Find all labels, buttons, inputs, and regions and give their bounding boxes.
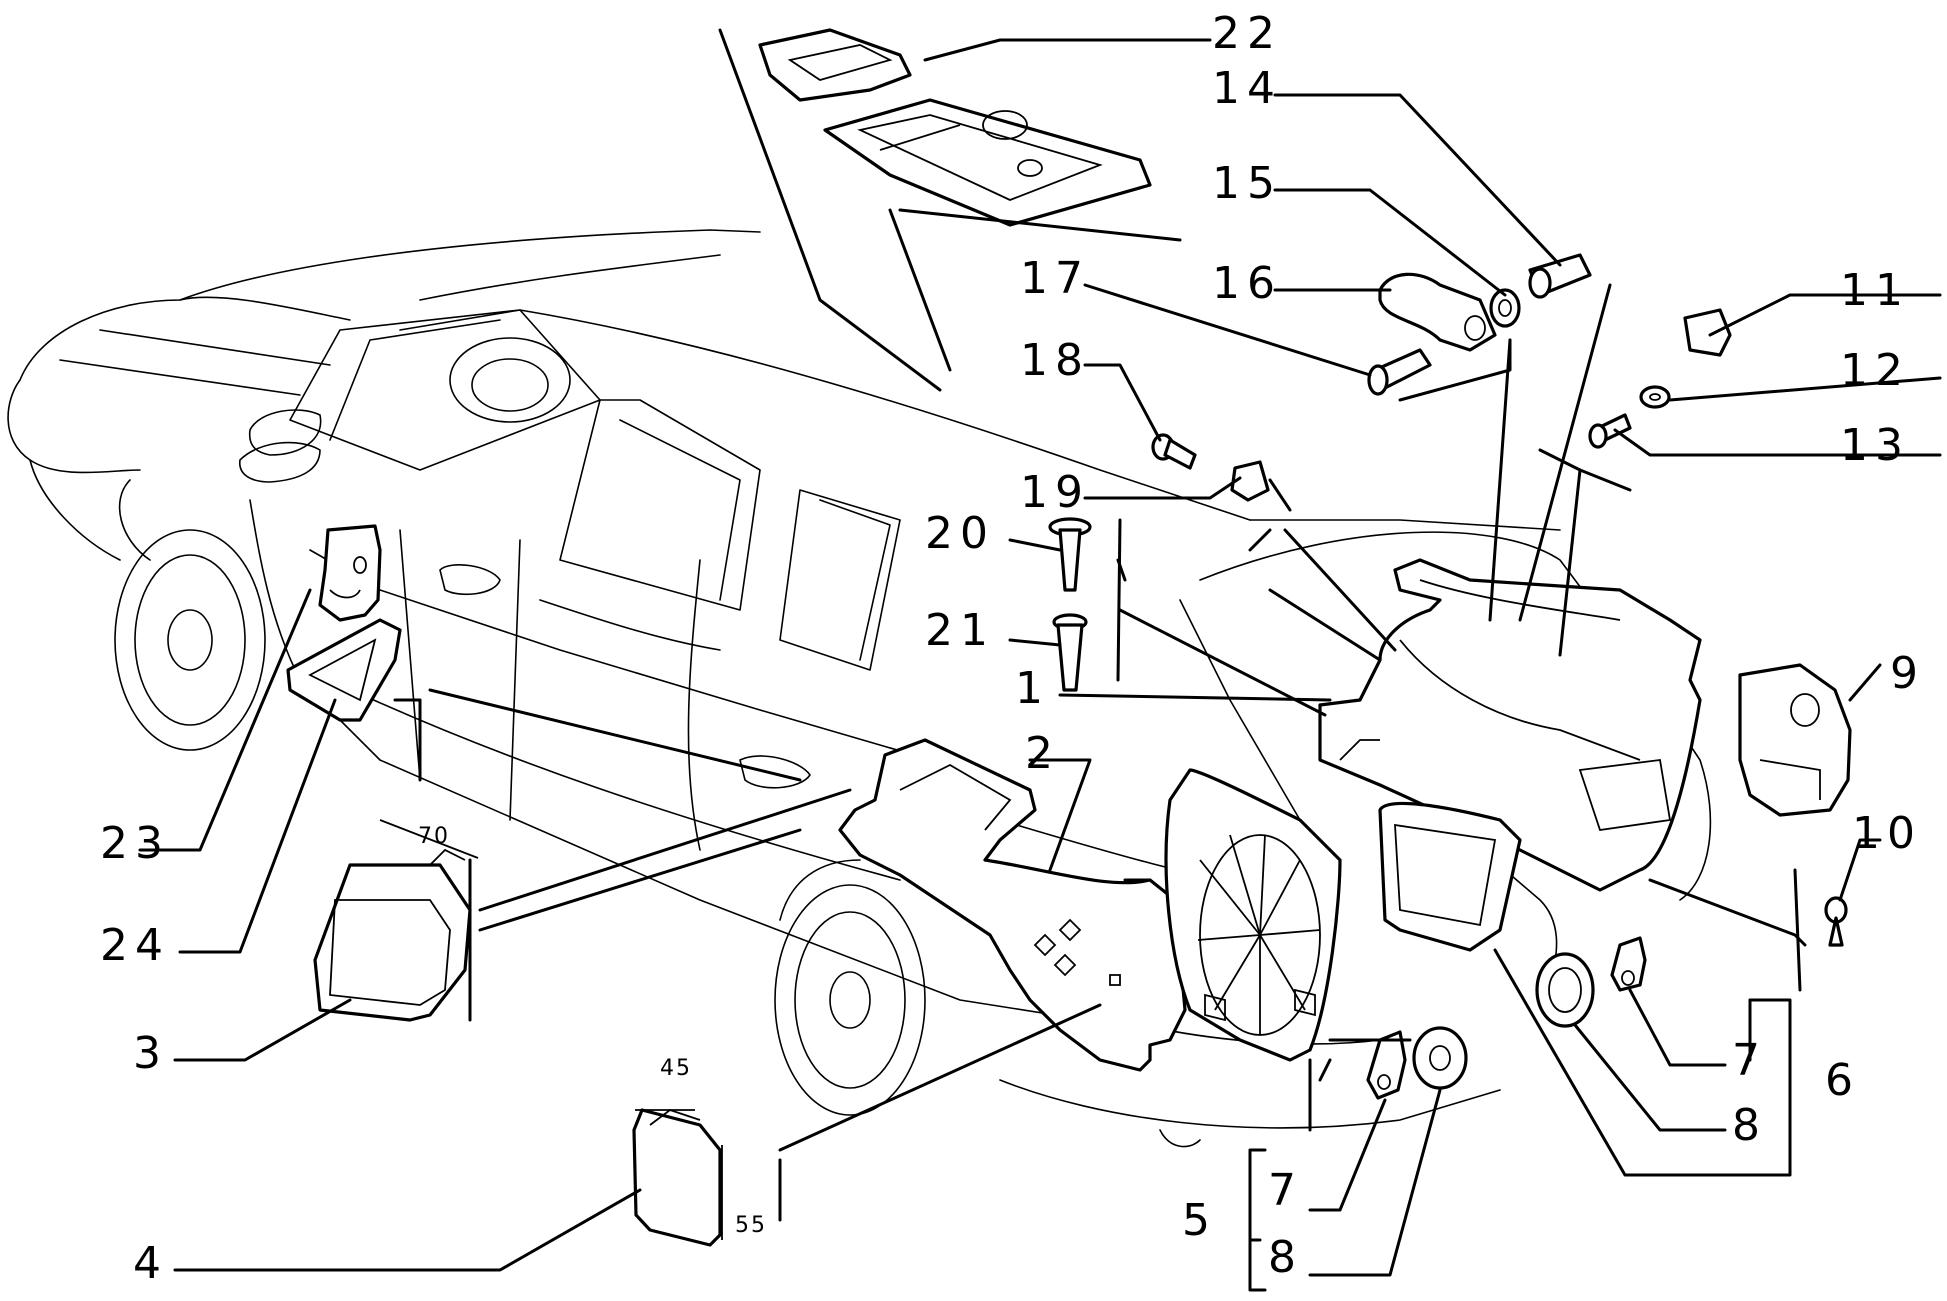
callout-15: 15 [1212, 158, 1282, 209]
part-11-clip [1683, 308, 1732, 357]
part-15-spacer [1489, 288, 1521, 328]
callout-8-center: 8 [1268, 1232, 1303, 1283]
callout-19: 19 [1020, 467, 1090, 518]
callout-10: 10 [1852, 808, 1922, 859]
part-17-screw [1367, 348, 1432, 396]
callout-5: 5 [1182, 1195, 1217, 1246]
part-16-bracket [1378, 272, 1497, 352]
part-24-seal [286, 618, 402, 722]
callout-16: 16 [1212, 258, 1282, 309]
part-1-rear-trim-panel [1318, 558, 1702, 892]
part-23-bracket [318, 524, 382, 622]
part-2-boot-pocket [838, 738, 1187, 1072]
callout-8-right: 8 [1732, 1100, 1767, 1151]
dimension-55: 55 [735, 1213, 767, 1238]
callout-6: 6 [1825, 1055, 1860, 1106]
part-19-clip [1230, 460, 1270, 502]
callout-7-right: 7 [1732, 1035, 1767, 1086]
callout-2: 2 [1025, 728, 1060, 779]
part-7-latch-center [1366, 1030, 1407, 1100]
dimension-marks [379, 819, 723, 1240]
callout-14: 14 [1212, 63, 1282, 114]
dimension-45: 45 [660, 1056, 692, 1081]
part-20-plug [1048, 517, 1092, 592]
part-4-small-cover [632, 1108, 722, 1247]
callout-22: 22 [1212, 8, 1282, 59]
part-12-washer [1639, 385, 1671, 409]
callout-4: 4 [133, 1238, 168, 1289]
callout-20: 20 [925, 508, 995, 559]
callout-17: 17 [1020, 253, 1090, 304]
part-14-bolt [1528, 253, 1592, 299]
part-10-screw [1824, 896, 1848, 947]
callout-23: 23 [100, 818, 170, 869]
callout-1: 1 [1015, 663, 1050, 714]
part-8-knob-right [1535, 952, 1595, 1028]
callout-3: 3 [133, 1028, 168, 1079]
callout-21: 21 [925, 605, 995, 656]
car-body-outline [7, 229, 1712, 1148]
callout-7-center: 7 [1268, 1165, 1303, 1216]
callout-11: 11 [1840, 265, 1910, 316]
part-7-latch-right [1610, 936, 1647, 992]
part-3-cover [313, 848, 472, 1022]
callout-9: 9 [1890, 648, 1925, 699]
part-5-speaker-panel [1164, 768, 1342, 1062]
callout-12: 12 [1840, 345, 1910, 396]
part-13-screw [1588, 413, 1632, 449]
part-8-knob-center [1412, 1026, 1468, 1090]
callout-24: 24 [100, 920, 170, 971]
callout-18: 18 [1020, 335, 1090, 386]
part-22-roof-lamp [758, 28, 1152, 227]
part-9-bracket [1738, 663, 1852, 817]
leader-lines [138, 28, 1942, 1292]
callout-13: 13 [1840, 420, 1910, 471]
callout-labels: 22 14 15 16 17 18 19 20 21 1 2 11 12 13 … [100, 8, 1925, 1289]
part-6-cover-plate [1378, 801, 1522, 952]
part-18-screw [1151, 433, 1197, 470]
part-21-bushing [1052, 613, 1088, 692]
dimension-70: 70 [418, 824, 450, 849]
